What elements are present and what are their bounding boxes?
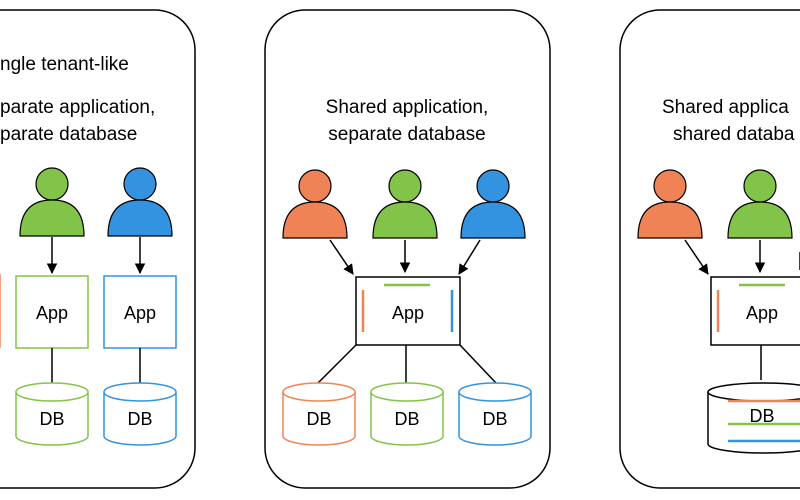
- database-icon: [15, 382, 89, 446]
- arrow: [684, 239, 709, 275]
- panel-shared-app-separate-db: Shared application, separate database Ap…: [264, 9, 551, 489]
- app-label: App: [36, 303, 68, 323]
- panel-title-line: parate database: [0, 124, 137, 145]
- user-icon: [282, 169, 348, 239]
- panel-title-line: ngle tenant-like: [0, 54, 129, 75]
- database-icon: [458, 382, 532, 446]
- app-box: [710, 276, 800, 346]
- app-box: [355, 276, 461, 346]
- database-icon: [282, 382, 356, 446]
- app-label: App: [124, 303, 156, 323]
- panel-border: [264, 9, 551, 489]
- database-icon: [707, 382, 800, 454]
- arrow: [458, 239, 481, 275]
- panel-title-line: Shared applica: [662, 97, 789, 118]
- db-label: DB: [394, 409, 419, 429]
- panel-title-line: parate application,: [0, 97, 155, 118]
- app-box: [15, 275, 89, 349]
- panel-border: [619, 9, 800, 489]
- db-label: DB: [306, 409, 331, 429]
- db-label: DB: [127, 409, 152, 429]
- panel-border: [0, 9, 196, 489]
- panel-shared-app-shared-db: Shared applica shared databa App DB: [619, 9, 800, 489]
- user-icon: [727, 169, 793, 239]
- panel-title-line: Shared application,: [326, 97, 489, 118]
- database-icon: [103, 382, 177, 446]
- app-box: [103, 275, 177, 349]
- database-icon: [370, 382, 444, 446]
- panel-title-line: separate database: [328, 124, 485, 145]
- db-label: DB: [482, 409, 507, 429]
- app-label: App: [746, 303, 778, 323]
- db-label: DB: [749, 406, 774, 426]
- user-icon: [637, 169, 703, 239]
- panel-single-tenant: ngle tenant-like parate application, par…: [0, 9, 196, 489]
- db-label: DB: [39, 409, 64, 429]
- arrow: [329, 239, 354, 275]
- panel-title-line: shared databa: [673, 124, 795, 145]
- user-icon: [107, 167, 173, 237]
- user-icon: [19, 167, 85, 237]
- app-label: App: [392, 303, 424, 323]
- user-icon: [372, 169, 438, 239]
- user-icon: [460, 169, 526, 239]
